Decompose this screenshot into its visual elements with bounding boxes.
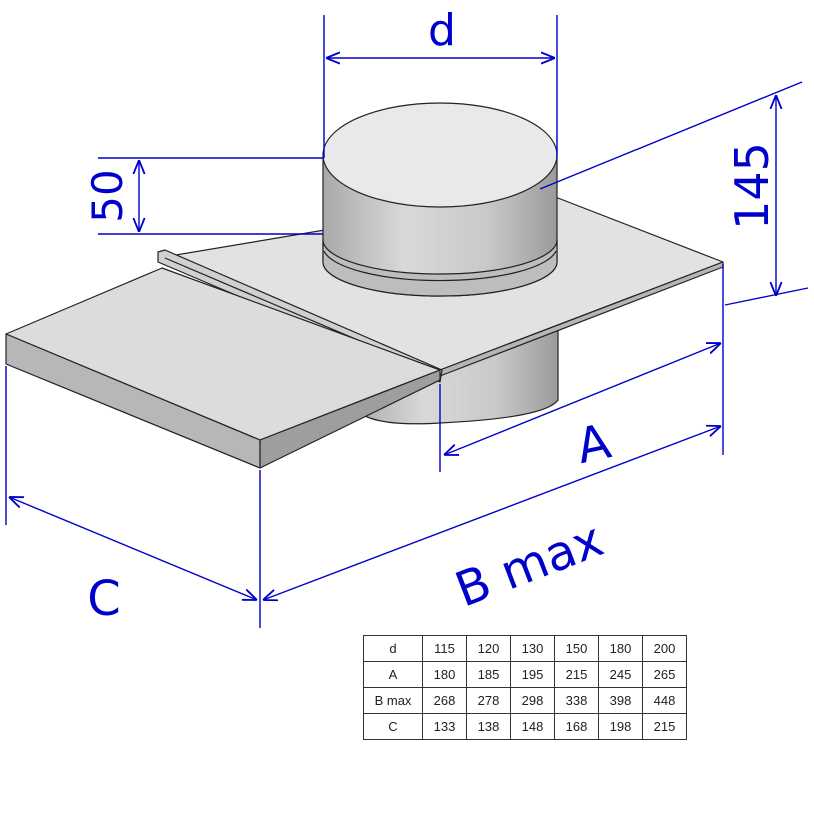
table-cell: 215 bbox=[554, 661, 599, 688]
table-cell: 245 bbox=[598, 661, 643, 688]
row-label: B max bbox=[363, 687, 423, 714]
table-cell: 180 bbox=[598, 635, 643, 662]
pipe-top bbox=[322, 102, 558, 208]
label-145: 145 bbox=[725, 142, 779, 230]
row-label: A bbox=[363, 661, 423, 688]
label-50: 50 bbox=[83, 169, 132, 222]
pipe-bead bbox=[322, 239, 558, 297]
table-cell: 168 bbox=[554, 713, 599, 740]
table-cell: 398 bbox=[598, 687, 643, 714]
label-d: d bbox=[428, 5, 456, 56]
dim-c-line bbox=[9, 497, 257, 600]
table-row: d 115 120 130 150 180 200 bbox=[363, 635, 687, 662]
table-cell: 138 bbox=[466, 713, 511, 740]
row-label: C bbox=[363, 713, 423, 740]
table-row: A 180 185 195 215 245 265 bbox=[363, 661, 687, 688]
dim-b-line bbox=[263, 426, 721, 600]
table-cell: 298 bbox=[510, 687, 555, 714]
table-cell: 198 bbox=[598, 713, 643, 740]
label-b-max: B max bbox=[448, 512, 611, 619]
table-cell: 120 bbox=[466, 635, 511, 662]
table-row: B max 268 278 298 338 398 448 bbox=[363, 687, 687, 714]
table-cell: 133 bbox=[422, 713, 467, 740]
table-cell: 278 bbox=[466, 687, 511, 714]
table-cell: 185 bbox=[466, 661, 511, 688]
dimension-lines bbox=[5, 15, 809, 628]
table-cell: 180 bbox=[422, 661, 467, 688]
table-cell: 130 bbox=[510, 635, 555, 662]
table-cell: 448 bbox=[642, 687, 687, 714]
table-cell: 150 bbox=[554, 635, 599, 662]
dimensions-table: d 115 120 130 150 180 200 A 180 185 195 … bbox=[363, 635, 687, 740]
table-cell: 215 bbox=[642, 713, 687, 740]
label-c: C bbox=[87, 571, 121, 627]
table-cell: 268 bbox=[422, 687, 467, 714]
table-cell: 265 bbox=[642, 661, 687, 688]
table-cell: 195 bbox=[510, 661, 555, 688]
table-row: C 133 138 148 168 198 215 bbox=[363, 713, 687, 740]
row-label: d bbox=[363, 635, 423, 662]
table-cell: 148 bbox=[510, 713, 555, 740]
table-cell: 200 bbox=[642, 635, 687, 662]
label-a: A bbox=[572, 414, 616, 476]
table-cell: 115 bbox=[422, 635, 467, 662]
table-cell: 338 bbox=[554, 687, 599, 714]
